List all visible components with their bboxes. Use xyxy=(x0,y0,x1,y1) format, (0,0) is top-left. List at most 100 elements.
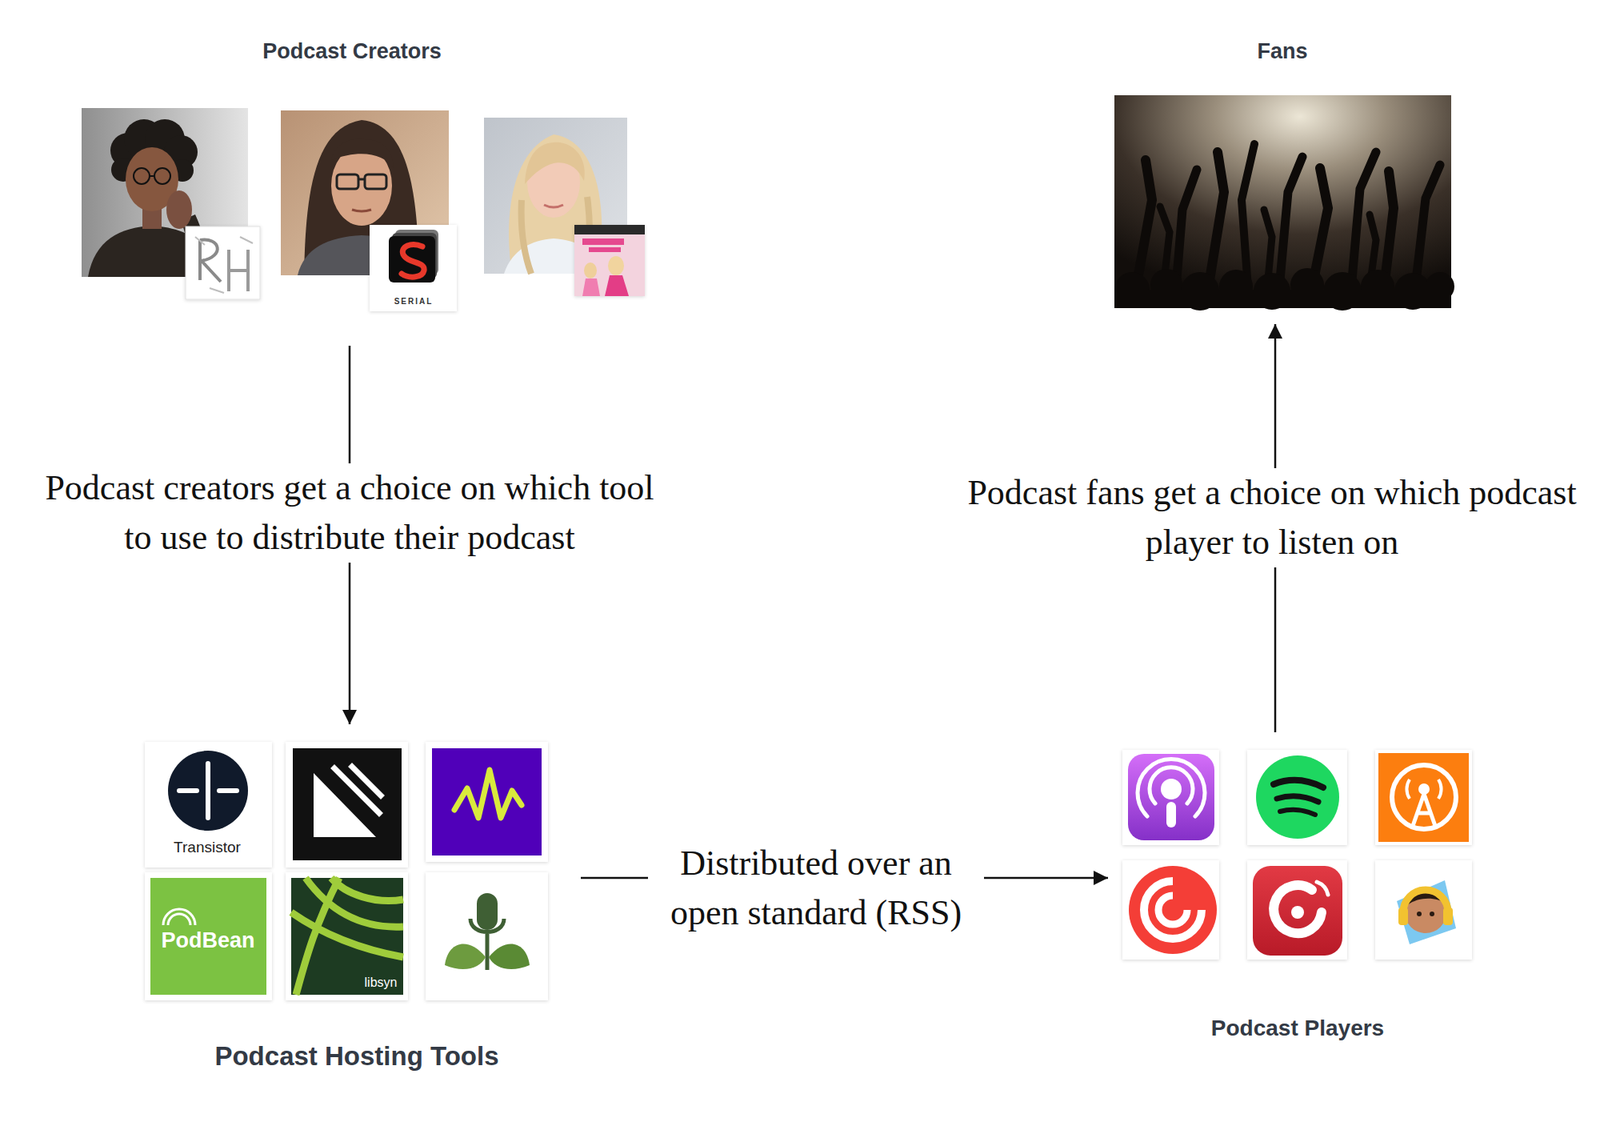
podcast-logo xyxy=(388,236,436,283)
player-logo xyxy=(1247,860,1348,960)
podcast-cover xyxy=(185,226,260,300)
hosting-logo xyxy=(425,872,548,1000)
player-logo xyxy=(1418,783,1430,795)
crowd-photo xyxy=(1209,152,1224,280)
player-logo xyxy=(1256,755,1340,839)
player-logo xyxy=(1398,907,1408,925)
creator-photo xyxy=(352,209,372,212)
creator-photo xyxy=(484,117,628,274)
player-logo xyxy=(1273,780,1324,788)
crowd-photo xyxy=(1114,95,1455,311)
player-logo xyxy=(1392,764,1456,829)
edge-label: Podcast creators get a choice on which t… xyxy=(33,463,666,562)
creator-photo xyxy=(133,168,150,184)
podcast-cover xyxy=(200,240,221,282)
podcast-cover xyxy=(584,262,597,279)
podcast-cover xyxy=(582,278,600,296)
podcast-cover xyxy=(604,275,629,296)
podcast-cover xyxy=(582,238,624,245)
hosting-logo xyxy=(488,944,530,969)
player-logo xyxy=(1144,880,1202,939)
creator-photo xyxy=(166,190,192,229)
player-logo xyxy=(1403,889,1448,912)
player-logo xyxy=(1247,749,1348,845)
player-logo xyxy=(1122,860,1220,960)
player-logo xyxy=(1396,880,1456,944)
player-logo xyxy=(1375,749,1472,845)
group-box: Podcast Hosting Tools xyxy=(132,724,581,1072)
podcast-cover xyxy=(588,247,621,252)
edge-label: Podcast fans get a choice on which podca… xyxy=(956,468,1588,567)
logo-text: SERIAL xyxy=(394,296,434,306)
hosting-logo xyxy=(425,741,548,862)
creator-photo xyxy=(358,178,365,181)
player-logo xyxy=(1316,881,1328,895)
podcast-logo xyxy=(401,244,424,277)
group-heading: Podcast Hosting Tools xyxy=(214,1040,499,1072)
hosting-logo xyxy=(334,766,381,813)
player-logo xyxy=(1160,778,1182,800)
crowd-photo xyxy=(1114,268,1455,311)
creator-photo xyxy=(484,117,628,274)
hosting-logo xyxy=(425,872,548,1000)
logo-text: PodBean xyxy=(160,928,255,953)
podcast-cover xyxy=(574,224,645,296)
player-logo xyxy=(1429,911,1435,916)
player-logo xyxy=(1280,809,1316,815)
group-heading: Podcast Players xyxy=(1211,1014,1384,1042)
hosting-logo xyxy=(291,877,404,995)
group-box: Podcast Creators xyxy=(64,38,640,346)
player-logo xyxy=(1276,796,1319,802)
hosting-logo xyxy=(454,769,522,818)
hosting-logo xyxy=(444,944,486,969)
player-logo xyxy=(1291,905,1304,919)
player-logo xyxy=(1128,753,1215,840)
player-logo xyxy=(1137,759,1205,816)
crowd-photo xyxy=(1136,160,1152,288)
group-box: Fans xyxy=(1104,38,1461,324)
player-logo xyxy=(1252,865,1343,956)
hosting-logo xyxy=(285,872,408,1000)
creator-photo xyxy=(336,174,359,189)
hosting-logo xyxy=(163,908,196,925)
player-logo xyxy=(1122,749,1220,845)
crowd-photo xyxy=(1176,169,1197,288)
player-logo xyxy=(1375,749,1472,845)
hosting-logo xyxy=(179,763,237,818)
hosting-logo xyxy=(144,872,272,1000)
player-logo xyxy=(1122,749,1220,845)
crowd-photo xyxy=(1241,144,1255,288)
logo-text: libsyn xyxy=(364,975,398,990)
hosting-logo xyxy=(144,872,272,1000)
hosting-logo xyxy=(291,877,404,995)
creator-photo xyxy=(149,175,155,177)
podcast-logo xyxy=(369,224,457,312)
crowd-photo xyxy=(1136,144,1440,288)
hosting-logo xyxy=(168,750,248,831)
podcast-cover xyxy=(574,224,645,296)
hosting-logo xyxy=(285,741,408,868)
hosting-logo xyxy=(144,741,272,868)
podcast-logo xyxy=(369,224,457,312)
player-logo xyxy=(1247,860,1348,960)
player-logo xyxy=(1158,895,1188,924)
podcast-cover xyxy=(228,249,248,292)
creator-photo xyxy=(544,204,564,208)
player-logo xyxy=(1128,865,1217,954)
player-logo xyxy=(1375,860,1472,960)
player-logo xyxy=(1412,793,1436,826)
hosting-logo xyxy=(425,741,548,862)
podcast-cover xyxy=(195,236,253,293)
player-logo xyxy=(1273,884,1322,933)
creator-photo xyxy=(524,142,585,184)
group-box: Podcast Players xyxy=(1108,732,1488,1042)
hosting-logo xyxy=(285,741,408,868)
logo-text: Transistor xyxy=(173,839,241,856)
hosting-logo xyxy=(432,748,542,856)
creator-photo xyxy=(364,174,387,189)
creator-photo xyxy=(154,168,171,184)
player-logo xyxy=(1122,860,1220,960)
player-logo xyxy=(1247,749,1348,845)
